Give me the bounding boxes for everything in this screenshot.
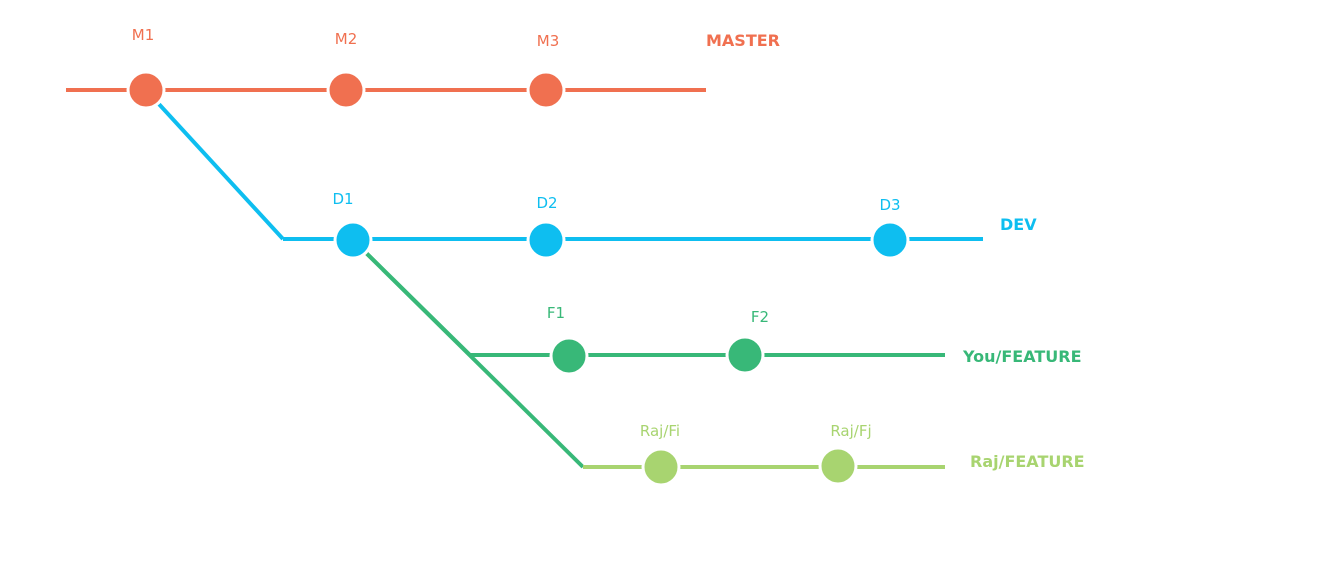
commit-f2-node bbox=[725, 335, 765, 375]
commit-d2-node bbox=[526, 220, 566, 260]
branch-master-label: MASTER bbox=[706, 31, 780, 50]
dev-to-raj-feature-connector bbox=[351, 238, 585, 469]
commit-m2-node bbox=[326, 70, 366, 110]
commit-d1-node bbox=[333, 220, 373, 260]
commit-d1-label: D1 bbox=[332, 190, 353, 208]
commit-f1-node bbox=[549, 336, 589, 376]
commit-raj-fi-node bbox=[641, 447, 681, 487]
commit-d2-label: D2 bbox=[536, 194, 557, 212]
commit-m1-label: M1 bbox=[132, 26, 155, 44]
branch-you-feature-label: You/FEATURE bbox=[962, 347, 1082, 366]
commit-m3-label: M3 bbox=[537, 32, 560, 50]
commit-nodes bbox=[126, 70, 910, 487]
commit-raj-fi-label: Raj/Fi bbox=[640, 422, 680, 440]
branch-raj-feature-label: Raj/FEATURE bbox=[970, 452, 1085, 471]
commit-f1-label: F1 bbox=[547, 304, 565, 322]
connectors bbox=[144, 88, 585, 469]
commit-labels: M1 M2 M3 D1 D2 D3 F1 F2 Raj/Fi Raj/Fj bbox=[132, 26, 901, 440]
commit-m1-node bbox=[126, 70, 166, 110]
branch-labels: MASTER DEV You/FEATURE Raj/FEATURE bbox=[706, 31, 1085, 471]
branch-dev-label: DEV bbox=[1000, 215, 1037, 234]
commit-raj-fj-node bbox=[818, 446, 858, 486]
commit-m3-node bbox=[526, 70, 566, 110]
commit-d3-node bbox=[870, 220, 910, 260]
commit-f2-label: F2 bbox=[751, 308, 769, 326]
commit-raj-fj-label: Raj/Fj bbox=[830, 422, 871, 440]
master-to-dev-connector bbox=[144, 88, 285, 241]
commit-d3-label: D3 bbox=[879, 196, 900, 214]
commit-m2-label: M2 bbox=[335, 30, 358, 48]
